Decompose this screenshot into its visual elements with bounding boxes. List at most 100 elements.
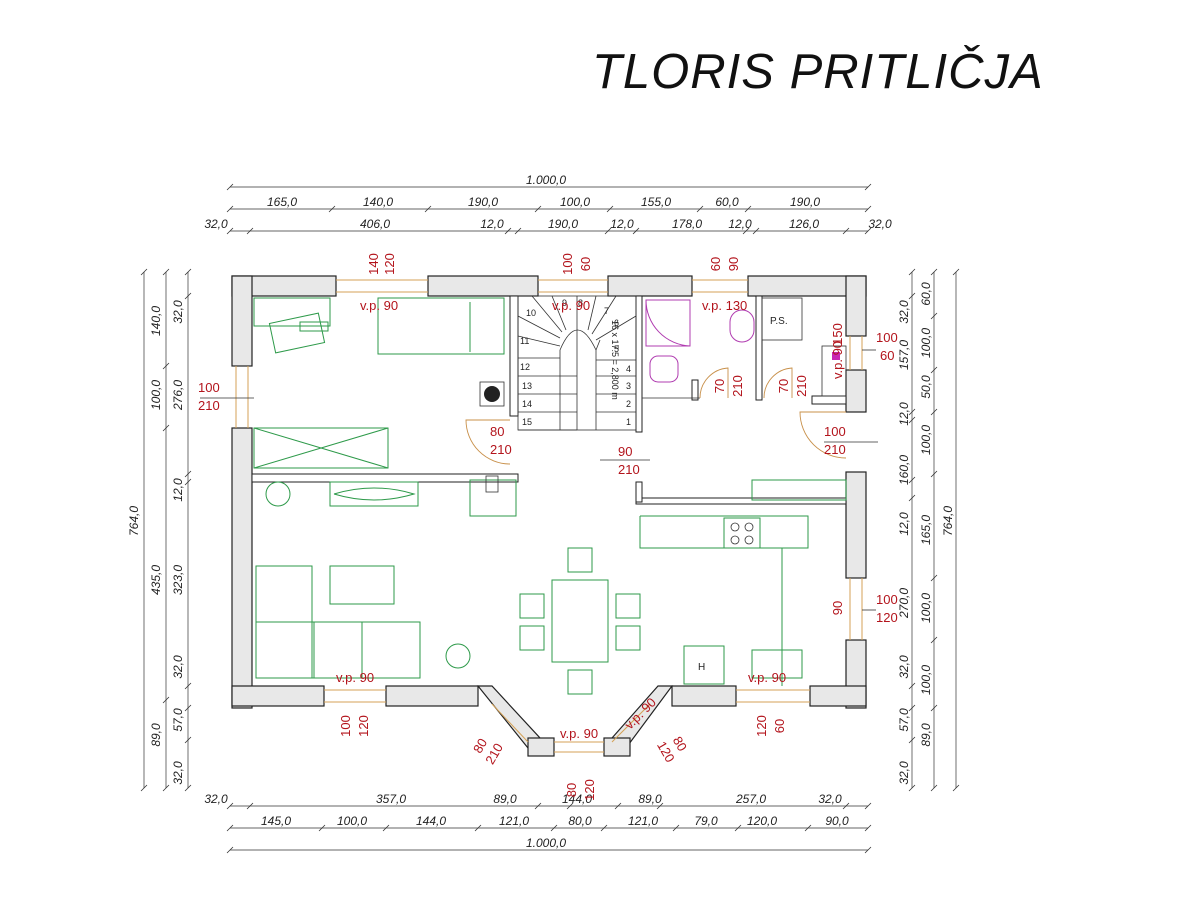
heater-label: H <box>698 662 705 673</box>
dimension-tick <box>930 574 938 582</box>
dimension-tick <box>600 824 608 832</box>
dimension-tick <box>742 227 750 235</box>
dim-left-inner: 32,0 <box>171 761 185 785</box>
dimension-tick <box>908 292 916 300</box>
parapet-label: v.p. 90 <box>560 726 598 741</box>
stair-step-number: 4 <box>626 364 631 374</box>
dimension-tick <box>604 227 612 235</box>
dim-bottom-row1: 89,0 <box>493 792 517 806</box>
dim-top-row2: 406,0 <box>360 217 390 231</box>
dim-bottom-row1: 32,0 <box>204 792 228 806</box>
dim-right-outer: 100,0 <box>919 665 933 695</box>
dimension-tick <box>328 205 336 213</box>
dimension-tick <box>842 227 850 235</box>
dimension-tick <box>184 292 192 300</box>
opening-width: 140 <box>366 253 381 275</box>
dimension-tick <box>184 736 192 744</box>
opening-height: 60 <box>578 257 593 271</box>
dim-right-outer: 60,0 <box>919 282 933 306</box>
dim-right-total: 764,0 <box>941 506 955 536</box>
opening-height: 90 <box>726 257 741 271</box>
opening-height: 210 <box>824 442 846 457</box>
dimension-tick <box>424 205 432 213</box>
dimension-ticks <box>140 183 960 854</box>
dim-left-inner: 57,0 <box>171 708 185 732</box>
dim-bottom-row1: 357,0 <box>376 792 406 806</box>
dimension-tick <box>140 268 148 276</box>
dim-bottom-total: 1.000,0 <box>526 836 566 850</box>
dim-right-inner: 12,0 <box>897 402 911 426</box>
dim-bottom-row2: 121,0 <box>628 814 658 828</box>
opening-height: 210 <box>730 375 745 397</box>
opening-height: 60 <box>772 719 787 733</box>
opening-width: 100 <box>876 592 898 607</box>
dim-top-row2: 126,0 <box>789 217 819 231</box>
dimension-tick <box>908 682 916 690</box>
opening-width: 100 <box>198 380 220 395</box>
stair-step-number: 8 <box>578 298 583 308</box>
stair-step-number: 15 <box>522 417 532 427</box>
dim-bottom-row1: 257,0 <box>735 792 766 806</box>
dim-right-outer: 89,0 <box>919 723 933 747</box>
dimension-tick <box>908 736 916 744</box>
dimension-tick <box>864 846 872 854</box>
dimension-tick <box>752 227 760 235</box>
dim-bottom-row2: 120,0 <box>747 814 777 828</box>
dimension-tick <box>930 366 938 374</box>
dimension-tick <box>632 227 640 235</box>
dimension-tick <box>162 424 170 432</box>
dim-right-inner: 32,0 <box>897 655 911 679</box>
dim-top-total: 1.000,0 <box>526 173 566 187</box>
dimension-tick <box>930 784 938 792</box>
dim-right-inner: 32,0 <box>897 761 911 785</box>
dim-top-row1: 140,0 <box>363 195 393 209</box>
dim-left-inner: 323,0 <box>171 565 185 595</box>
drawing-title: TLORIS PRITLIČJA <box>592 45 1044 99</box>
stair-step-number: 5 <box>614 344 619 354</box>
opening-width: 70 <box>776 379 791 393</box>
dimension-tick <box>226 227 234 235</box>
dimension-tick <box>162 696 170 704</box>
dim-right-inner: 32,0 <box>897 300 911 324</box>
parapet-label: v.p. 90 <box>830 341 845 379</box>
opening-width: 90 <box>618 444 632 459</box>
dim-right-outer: 100,0 <box>919 593 933 623</box>
dimension-tick <box>514 227 522 235</box>
dim-top-row1: 190,0 <box>790 195 820 209</box>
stair-step-number: 11 <box>520 336 529 346</box>
dimension-tick <box>804 824 812 832</box>
dim-bottom-row2: 100,0 <box>337 814 367 828</box>
dimension-tick <box>734 824 742 832</box>
dimension-tick <box>656 802 664 810</box>
dim-bottom-row2: 80,0 <box>568 814 592 828</box>
stair-step-number: 6 <box>614 318 619 328</box>
dim-top-row2: 12,0 <box>480 217 504 231</box>
dim-top-row1: 100,0 <box>560 195 590 209</box>
opening-width: 100 <box>876 330 898 345</box>
dimension-tick <box>226 183 234 191</box>
dim-top-row2: 12,0 <box>728 217 752 231</box>
opening-width: 100 <box>560 253 575 275</box>
dim-top-row2: 32,0 <box>204 217 228 231</box>
dimension-tick <box>864 183 872 191</box>
dimension-tick <box>908 476 916 484</box>
dim-right-outer: 100,0 <box>919 328 933 358</box>
dimension-tick <box>246 227 254 235</box>
stair-step-number: 7 <box>604 306 609 316</box>
ps-room-label: P.S. <box>770 316 788 327</box>
dim-top-row2: 32,0 <box>868 217 892 231</box>
opening-height: 210 <box>490 442 512 457</box>
parapet-label: v.p. 90 <box>360 298 398 313</box>
dim-left-inner: 32,0 <box>171 300 185 324</box>
dimension-tick <box>744 205 752 213</box>
opening-height: 120 <box>356 715 371 737</box>
opening-height: 60 <box>880 348 894 363</box>
dimension-tick <box>930 636 938 644</box>
dimension-tick <box>930 470 938 478</box>
opening-width: 80 <box>564 783 579 797</box>
dimension-tick <box>162 268 170 276</box>
opening-width: 100 <box>824 424 846 439</box>
dim-top-row1: 60,0 <box>715 195 739 209</box>
dim-bottom-row2: 121,0 <box>499 814 529 828</box>
